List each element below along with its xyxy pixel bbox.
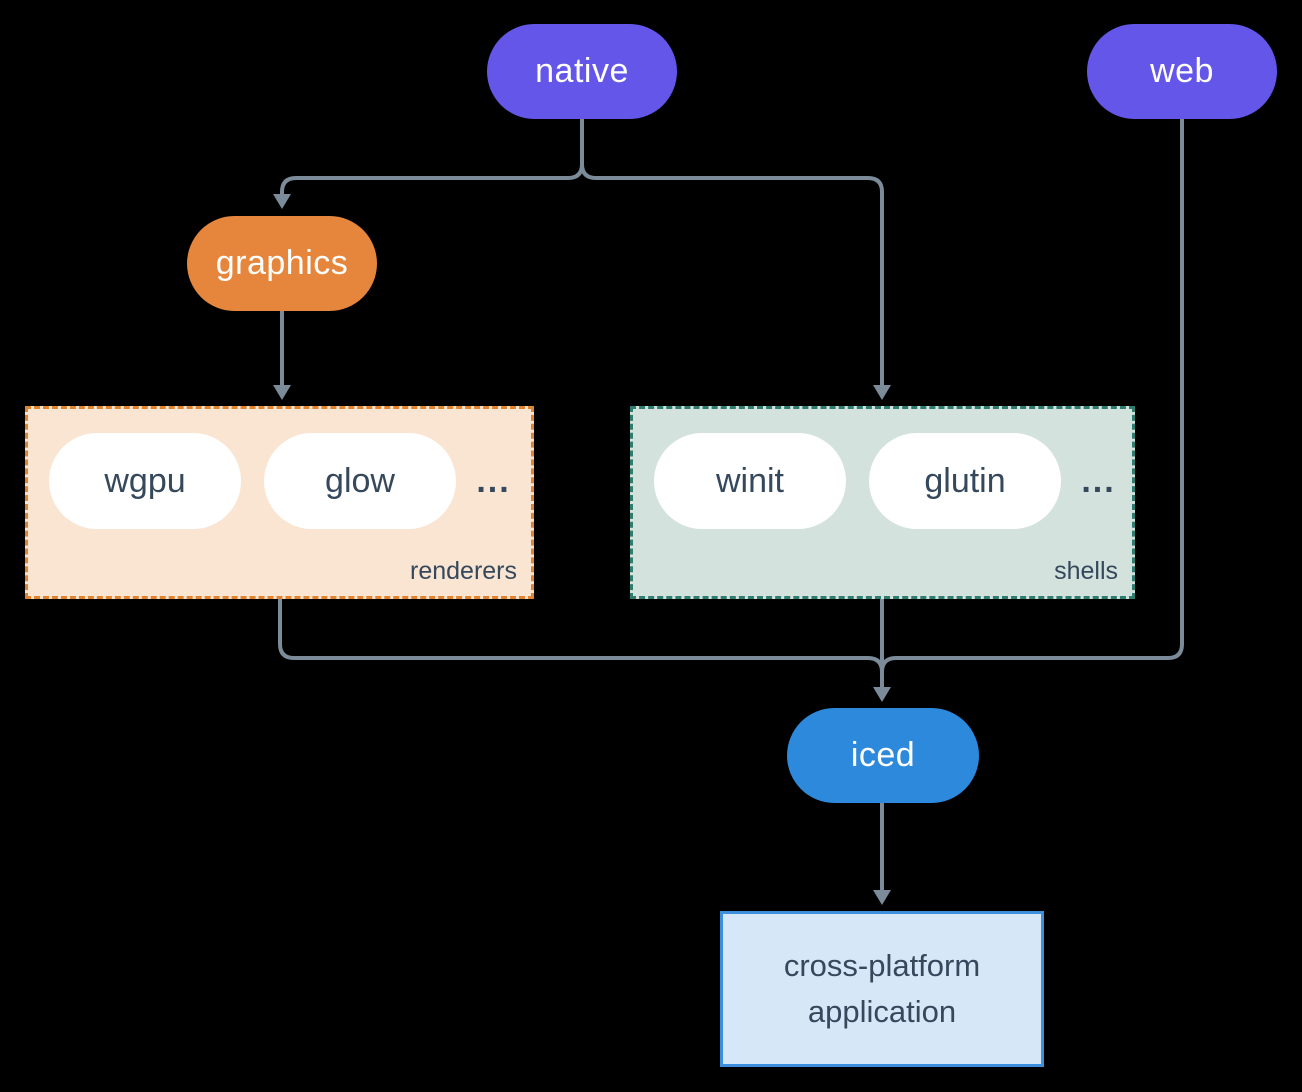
group-renderers: wgpu glow ... renderers	[25, 406, 534, 599]
connector-renderers-to-iced	[278, 599, 884, 673]
node-wgpu: wgpu	[49, 433, 241, 529]
group-renderers-label: renderers	[410, 557, 517, 585]
node-glow: glow	[264, 433, 456, 529]
node-application-label-line2: application	[807, 994, 957, 1029]
node-native: native	[487, 24, 677, 119]
node-wgpu-label: wgpu	[104, 461, 186, 500]
node-graphics: graphics	[187, 216, 377, 311]
node-web: web	[1087, 24, 1277, 119]
node-web-label: web	[1150, 52, 1214, 90]
connector-native-to-shells	[580, 163, 884, 386]
group-shells-label: shells	[1054, 557, 1118, 585]
arrowhead-iced	[873, 687, 891, 702]
arrowhead-application	[873, 890, 891, 905]
node-iced: iced	[787, 708, 979, 803]
renderers-ellipsis: ...	[476, 461, 511, 500]
node-winit: winit	[654, 433, 846, 529]
shells-ellipsis: ...	[1081, 461, 1116, 500]
arrowhead-shells	[873, 385, 891, 400]
node-native-label: native	[535, 52, 629, 90]
node-application: cross-platform application	[720, 911, 1044, 1067]
node-winit-label: winit	[715, 461, 785, 500]
connector-native-to-graphics	[280, 163, 584, 196]
arrowhead-renderers	[273, 385, 291, 400]
node-iced-label: iced	[850, 736, 916, 774]
arrowhead-graphics	[273, 194, 291, 209]
node-application-label-line1: cross-platform	[783, 947, 981, 983]
node-graphics-label: graphics	[215, 244, 349, 282]
group-shells: winit glutin ... shells	[630, 406, 1135, 599]
node-glow-label: glow	[325, 461, 395, 500]
node-glutin: glutin	[869, 433, 1061, 529]
node-glutin-label: glutin	[924, 461, 1006, 500]
